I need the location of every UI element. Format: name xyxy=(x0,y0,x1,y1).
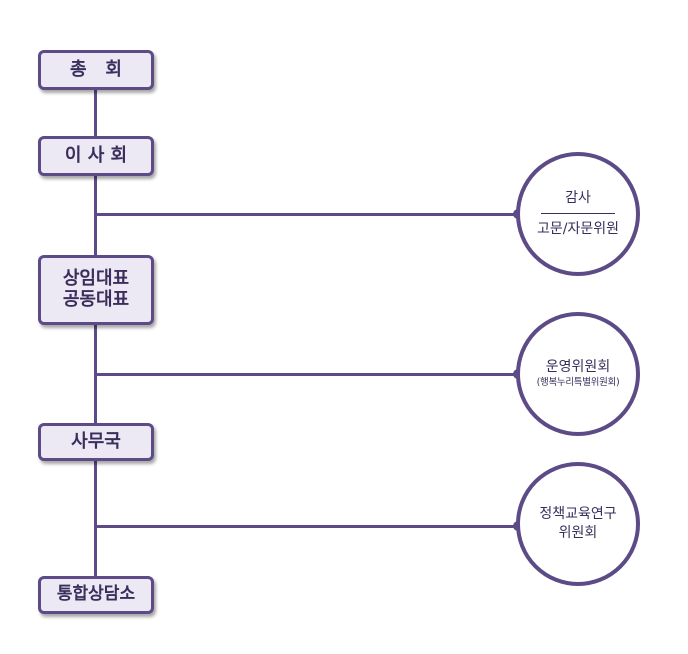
standing-representative-label: 상임대표 xyxy=(62,268,130,290)
board-label: 이 사 회 xyxy=(64,144,128,166)
advisory-label: 고문/자문위원 xyxy=(537,221,619,237)
branch-line-policy xyxy=(94,525,519,528)
secretariat-box: 사무국 xyxy=(38,423,154,461)
policy-committee-line2: 위원회 xyxy=(558,525,598,541)
operations-committee-label: 운영위원회 xyxy=(545,359,611,376)
representatives-box: 상임대표 공동대표 xyxy=(38,255,154,325)
trunk-line xyxy=(94,70,97,595)
audit-divider xyxy=(541,213,615,214)
policy-committee-circle: 정책교육연구 위원회 xyxy=(516,462,640,586)
audit-advisory-circle: 감사 고문/자문위원 xyxy=(516,152,640,276)
general-assembly-label: 총 회 xyxy=(70,58,122,80)
secretariat-label: 사무국 xyxy=(71,430,121,452)
general-assembly-box: 총 회 xyxy=(38,50,154,90)
special-committee-label: (행복누리특별위원회) xyxy=(536,377,620,389)
policy-committee-line1: 정책교육연구 xyxy=(539,506,617,523)
counseling-center-box: 통합상담소 xyxy=(38,576,154,614)
board-box: 이 사 회 xyxy=(38,136,154,176)
co-representative-label: 공동대표 xyxy=(62,289,130,310)
branch-line-operations xyxy=(94,373,519,376)
branch-line-audit xyxy=(94,213,519,216)
audit-label: 감사 xyxy=(565,190,591,207)
operations-committee-circle: 운영위원회 (행복누리특별위원회) xyxy=(516,312,640,436)
counseling-center-label: 통합상담소 xyxy=(56,584,136,605)
